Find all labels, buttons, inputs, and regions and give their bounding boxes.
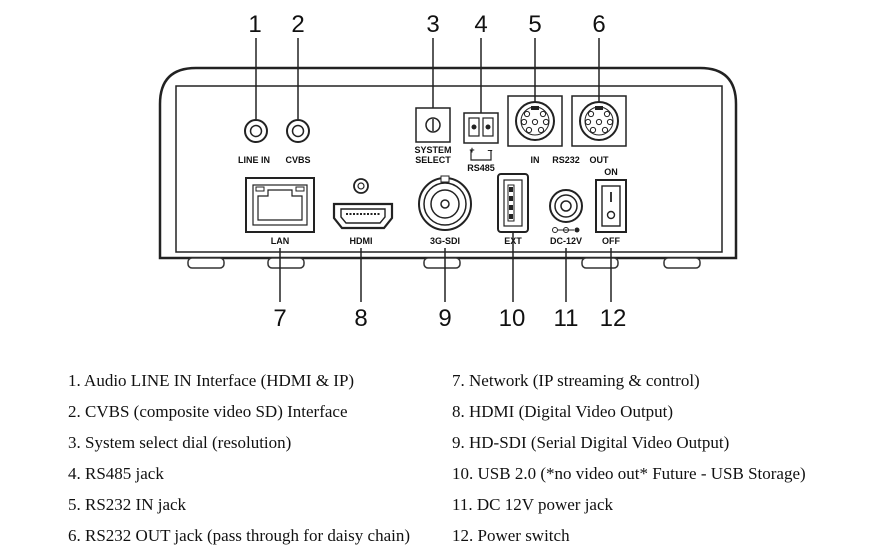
label-dc: DC-12V [550,236,582,246]
legend-item: 3. System select dial (resolution) [68,433,292,452]
label-rs485-minus: – [487,145,492,155]
callout-7: 7 [273,305,286,332]
system-select-dial [415,107,451,143]
callout-4: 4 [474,11,487,38]
rs232-out-port [571,95,627,147]
rs232-in-port [507,95,563,147]
hdmi-port [332,178,394,230]
lan-port [245,177,315,233]
callout-12: 12 [600,305,627,332]
sdi-bnc-port [418,175,472,231]
callout-2: 2 [291,11,304,38]
callout-1: 1 [248,11,261,38]
legend-column-right: 7. Network (IP streaming & control) 8. H… [452,368,806,554]
label-in: IN [531,155,540,165]
legend-item: 9. HD-SDI (Serial Digital Video Output) [452,433,730,452]
cvbs-jack [286,119,310,143]
legend-item: 7. Network (IP streaming & control) [452,371,700,390]
callout-9: 9 [438,305,451,332]
label-rs485-plus: + [469,145,474,155]
label-off: OFF [602,236,620,246]
label-rs232: RS232 [552,155,580,165]
legend-item: 2. CVBS (composite video SD) Interface [68,402,348,421]
leader-lines [255,38,612,302]
callout-8: 8 [354,305,367,332]
legend-item: 6. RS232 OUT jack (pass through for dais… [68,526,410,545]
legend-item: 1. Audio LINE IN Interface (HDMI & IP) [68,371,355,390]
usb-port [497,173,529,233]
rear-panel-svg: LINE IN CVBS SYSTEM SELECT + – RS485 [158,11,738,332]
dc-power-jack [549,189,583,233]
label-hdmi: HDMI [350,236,373,246]
port-legend: 1. Audio LINE IN Interface (HDMI & IP) 2… [0,368,873,556]
label-cvbs: CVBS [285,155,310,165]
power-switch [595,179,627,233]
label-lan: LAN [271,236,290,246]
foot-left-inner [267,257,305,269]
legend-item: 11. DC 12V power jack [452,495,614,514]
label-rs485: RS485 [467,163,495,173]
rear-panel-diagram: LINE IN CVBS SYSTEM SELECT + – RS485 [158,11,738,332]
legend-item: 12. Power switch [452,526,570,545]
label-out: OUT [590,155,610,165]
line-in-jack [244,119,268,143]
label-select: SELECT [415,155,451,165]
legend-column-left: 1. Audio LINE IN Interface (HDMI & IP) 2… [68,368,410,554]
foot-left [187,257,225,269]
callout-5: 5 [528,11,541,38]
legend-item: 4. RS485 jack [68,464,164,483]
callout-6: 6 [592,11,605,38]
panel-face [175,85,723,253]
legend-item: 5. RS232 IN jack [68,495,187,514]
legend-item: 10. USB 2.0 (*no video out* Future - USB… [452,464,806,483]
callout-10: 10 [499,305,526,332]
label-sdi: 3G-SDI [430,236,460,246]
foot-right-inner [581,257,619,269]
label-line-in: LINE IN [238,155,270,165]
label-on: ON [604,167,618,177]
callout-11: 11 [554,305,579,332]
legend-item: 8. HDMI (Digital Video Output) [452,402,674,421]
callout-3: 3 [426,11,439,38]
foot-center [423,257,461,269]
foot-right [663,257,701,269]
label-system: SYSTEM [414,145,451,155]
